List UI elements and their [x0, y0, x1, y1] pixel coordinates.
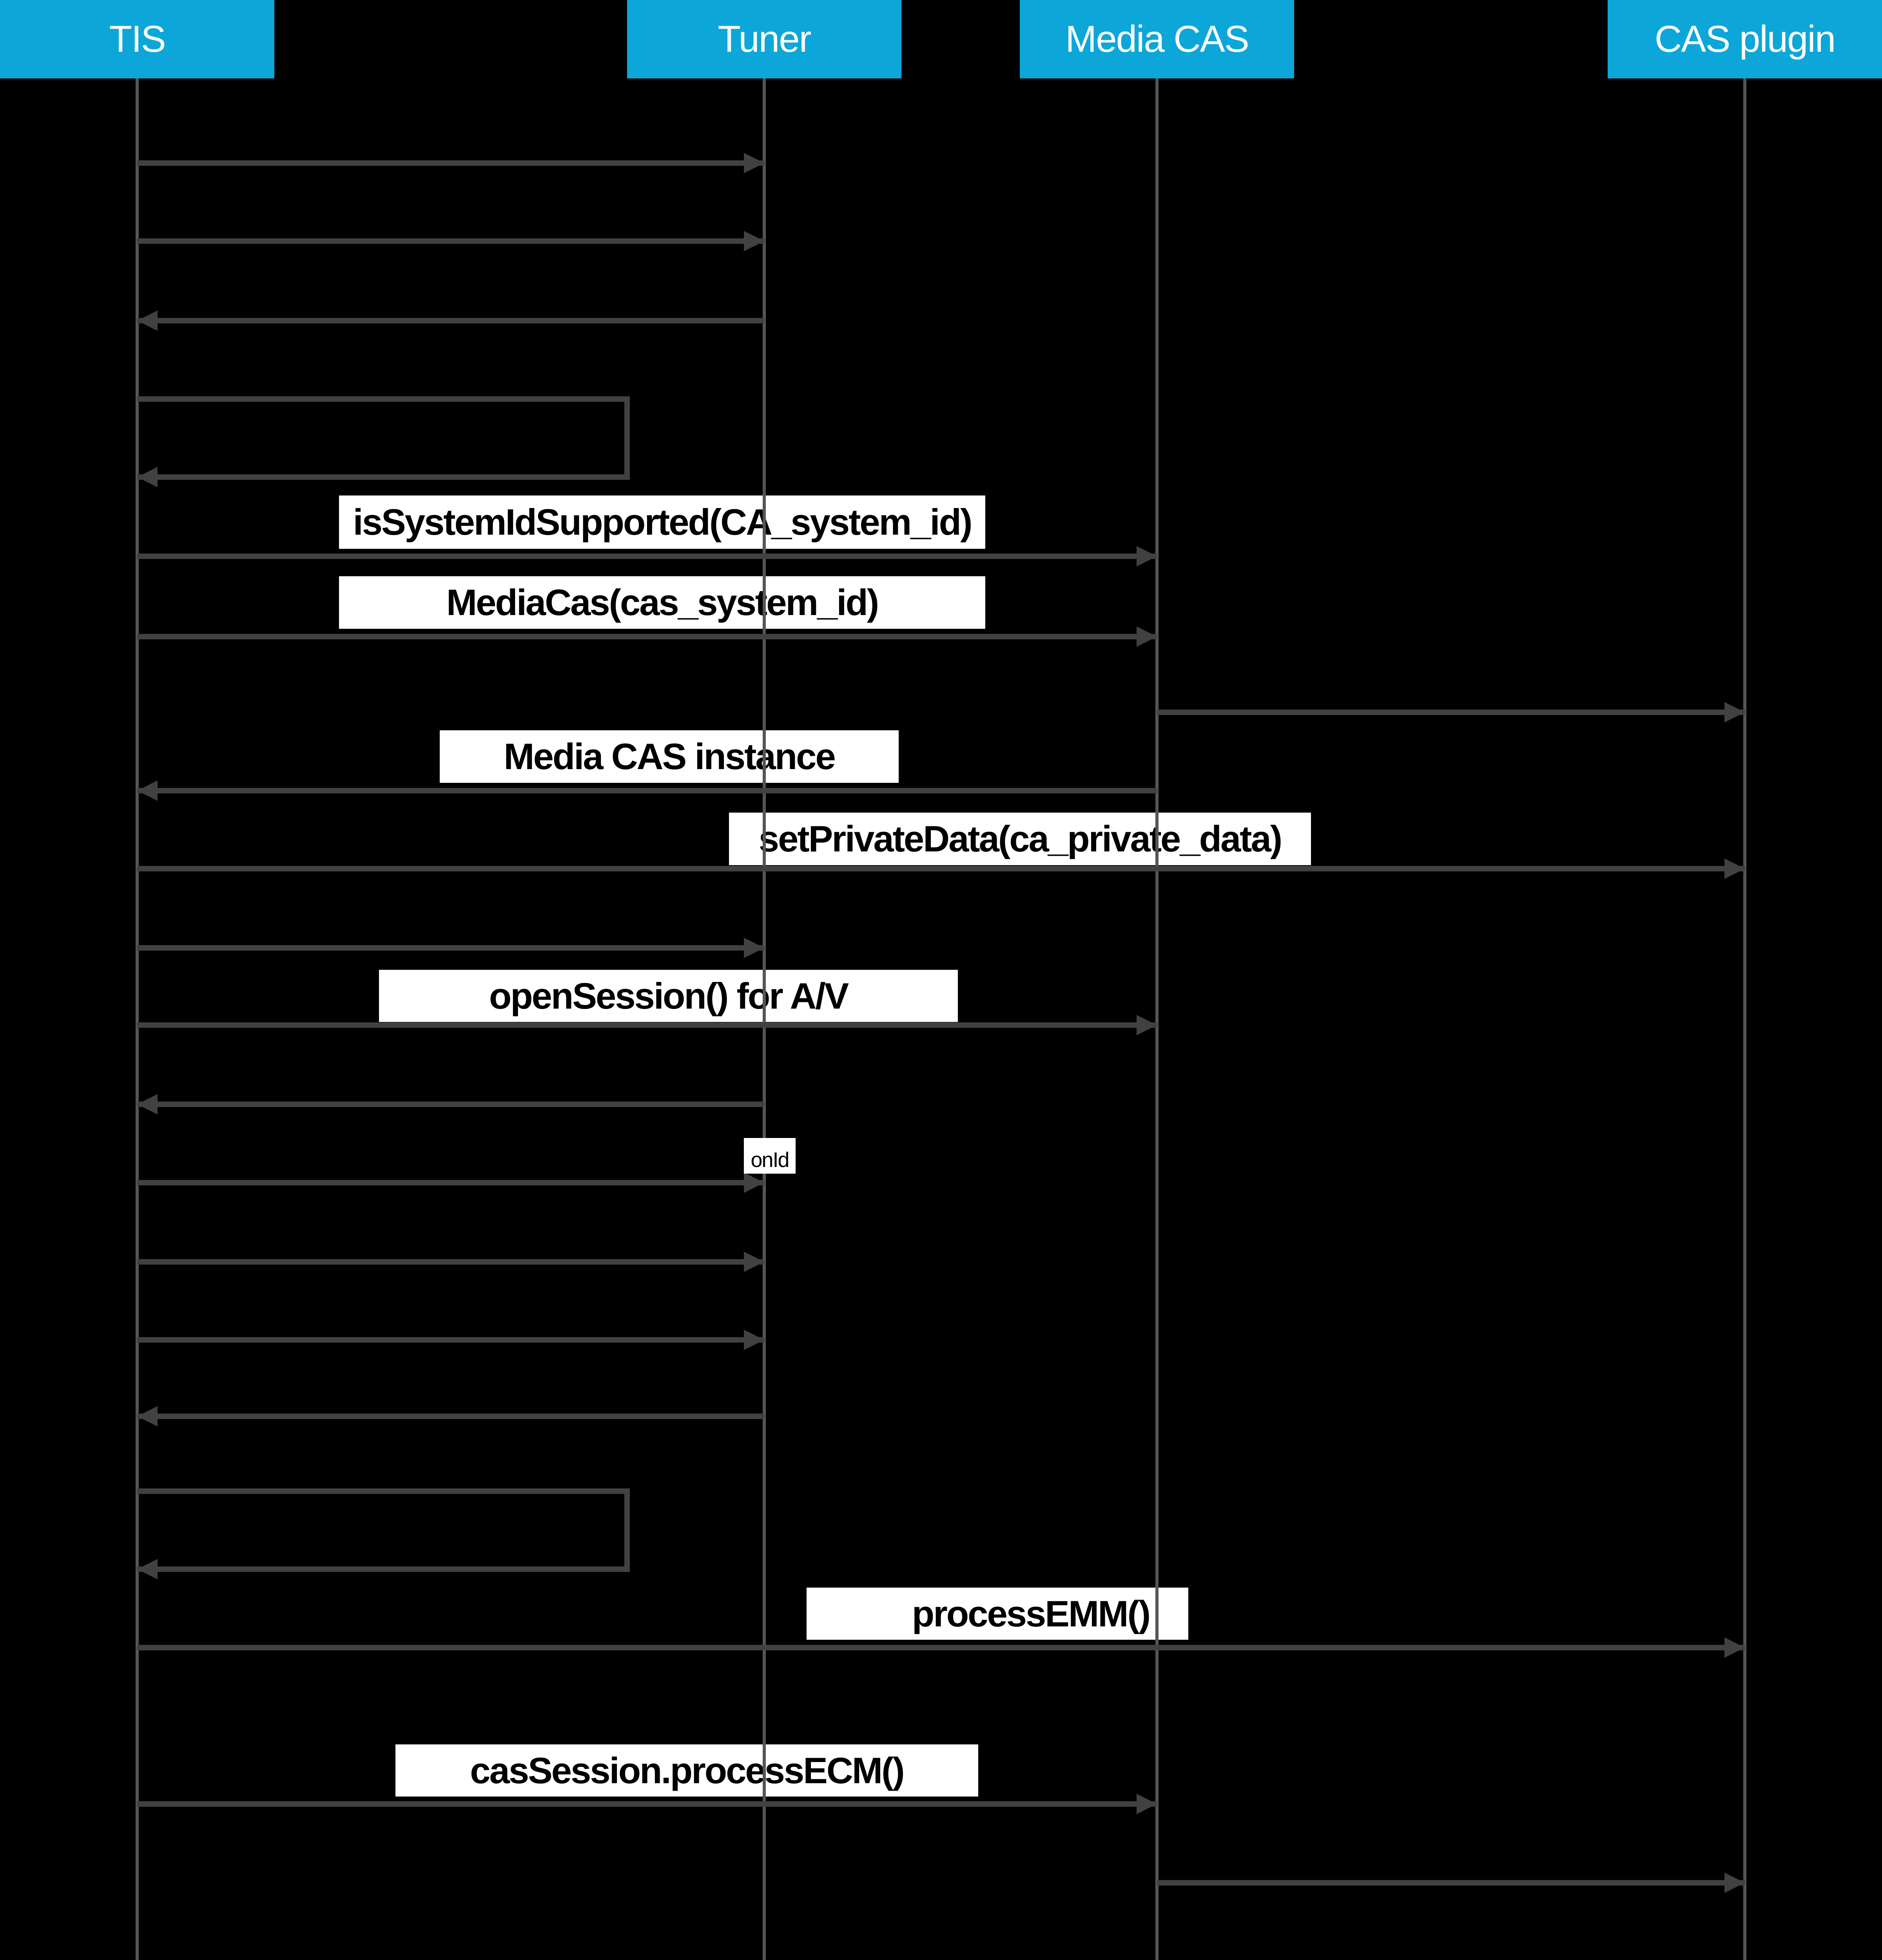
- arrowhead-icon: [137, 1094, 158, 1114]
- message-arrow-line: [137, 160, 764, 166]
- arrowhead-icon: [1137, 626, 1157, 647]
- participant-header-tis: TIS: [0, 0, 274, 78]
- message-label: isSystemIdSupported(CA_system_id): [339, 495, 985, 549]
- arrowhead-icon: [137, 310, 158, 331]
- arrowhead-icon: [1724, 702, 1745, 722]
- arrowhead-icon: [744, 1172, 764, 1193]
- message-arrow-line: [137, 238, 764, 244]
- message-label: MediaCas(cas_system_id): [339, 576, 985, 629]
- lifeline-overlay-mediacas: [1155, 1588, 1159, 1640]
- participant-header-mediacas: Media CAS: [1020, 0, 1294, 78]
- message-label-text: Media CAS instance: [504, 736, 836, 777]
- message-label: setPrivateData(ca_private_data): [729, 813, 1311, 865]
- message-label: processEMM(): [807, 1588, 1188, 1640]
- message-arrow-line: [137, 1414, 764, 1419]
- lifeline-overlay-tuner: [763, 970, 766, 1022]
- message-label: openSession() for A/V: [379, 970, 958, 1022]
- message-label-text: casSession.processECM(): [470, 1749, 905, 1791]
- participant-header-casplugin: CAS plugin: [1608, 0, 1882, 78]
- lifeline-overlay-tuner: [763, 495, 766, 549]
- message-label: Media CAS instance: [440, 730, 899, 783]
- message-arrow-line: [137, 866, 1745, 871]
- participant-label: Media CAS: [1065, 18, 1249, 60]
- message-arrow-line: [137, 1022, 1157, 1028]
- self-message-loop: [137, 1488, 630, 1572]
- arrowhead-icon: [137, 1406, 158, 1426]
- message-label: casSession.processECM(): [395, 1744, 978, 1797]
- message-arrow-line: [137, 1102, 764, 1107]
- lifeline-casplugin: [1743, 78, 1746, 1960]
- arrowhead-icon: [744, 231, 764, 251]
- participant-label: TIS: [109, 18, 166, 60]
- arrowhead-icon: [1724, 1637, 1745, 1658]
- message-arrow-line: [137, 634, 1157, 639]
- arrowhead-icon: [1137, 1015, 1157, 1035]
- note-onid: onId: [744, 1138, 796, 1174]
- arrowhead-icon: [744, 1330, 764, 1350]
- message-arrow-line: [137, 1645, 1745, 1650]
- participant-label: CAS plugin: [1654, 18, 1836, 60]
- message-arrow-line: [137, 1801, 1157, 1807]
- lifeline-mediacas: [1155, 78, 1159, 1960]
- message-arrow-line: [1157, 1880, 1745, 1886]
- message-label-text: setPrivateData(ca_private_data): [758, 818, 1282, 859]
- participant-header-tuner: Tuner: [627, 0, 901, 78]
- message-arrow-line: [137, 945, 764, 951]
- arrowhead-icon: [744, 938, 764, 958]
- lifeline-overlay-tuner: [763, 730, 766, 783]
- lifeline-tis: [136, 78, 139, 1960]
- message-label-text: isSystemIdSupported(CA_system_id): [353, 501, 973, 543]
- message-arrow-line: [137, 1259, 764, 1265]
- arrowhead-icon: [1137, 546, 1157, 566]
- message-arrow-line: [137, 318, 764, 323]
- message-arrow-line: [137, 1337, 764, 1343]
- arrowhead-icon: [137, 467, 158, 487]
- participant-label: Tuner: [718, 18, 811, 60]
- lifeline-overlay-tuner: [763, 813, 766, 865]
- lifeline-overlay-tuner: [763, 576, 766, 629]
- arrowhead-icon: [137, 1559, 158, 1579]
- arrowhead-icon: [744, 153, 764, 173]
- lifeline-overlay-tuner: [763, 1744, 766, 1797]
- arrowhead-icon: [1724, 1873, 1745, 1893]
- arrowhead-icon: [1137, 1794, 1157, 1814]
- message-label-text: processEMM(): [912, 1593, 1151, 1634]
- arrowhead-icon: [744, 1252, 764, 1272]
- self-message-loop: [137, 396, 630, 480]
- message-label-text: openSession() for A/V: [489, 975, 849, 1016]
- message-label-text: MediaCas(cas_system_id): [446, 582, 879, 623]
- arrowhead-icon: [1724, 858, 1745, 879]
- note-text: onId: [751, 1148, 789, 1172]
- message-arrow-line: [137, 788, 1157, 793]
- message-arrow-line: [1157, 710, 1745, 715]
- lifeline-overlay-mediacas: [1155, 813, 1159, 865]
- message-arrow-line: [137, 554, 1157, 559]
- message-arrow-line: [137, 1180, 764, 1185]
- arrowhead-icon: [137, 780, 158, 801]
